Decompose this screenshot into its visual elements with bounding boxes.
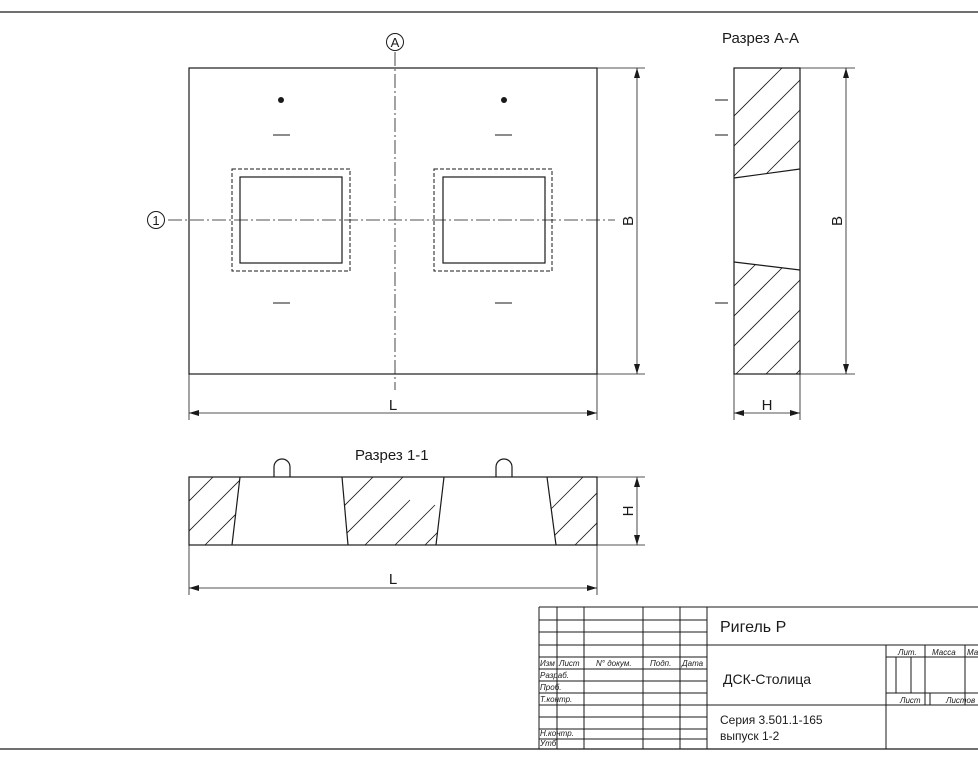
section-aa-title: Разрез А-А — [722, 30, 799, 47]
tb-role-nkontr: Н.контр. — [540, 729, 574, 738]
tb-sheets: Листов — [945, 696, 975, 705]
title-block-grid — [538, 606, 978, 749]
section-11-dim-l-label: L — [389, 571, 397, 588]
tb-scale: Ма — [967, 648, 978, 657]
tb-col-list: Лист — [558, 659, 580, 668]
section-11-title: Разрез 1-1 — [355, 447, 429, 464]
section-11-dim-h-label: H — [620, 506, 637, 517]
tb-product-name: Ригель Р — [720, 619, 786, 636]
plan-view: A 1 B L — [147, 33, 645, 420]
tb-role-razrab: Разраб. — [540, 671, 569, 680]
lifting-loop-right — [501, 97, 507, 103]
tb-col-doc: N° докум. — [596, 659, 632, 668]
tb-sheet: Лист — [899, 696, 921, 705]
section-aa-dim-h-label: H — [762, 397, 773, 414]
plan-dim-b-label: B — [620, 216, 637, 226]
tb-series-line2: выпуск 1-2 — [720, 729, 780, 743]
section-11-loop-right — [495, 458, 513, 477]
section-aa-hatch-top — [734, 68, 800, 178]
section-aa-dim-b-label: B — [829, 216, 846, 226]
tb-role-utv: Утб. — [539, 739, 559, 748]
section-aa-dim-b — [800, 67, 855, 375]
plan-dim-l-label: L — [389, 397, 397, 414]
tb-role-tkontr: Т.контр. — [540, 695, 572, 704]
axis-a-label: A — [391, 35, 400, 50]
tb-role-prov: Проб. — [540, 683, 561, 692]
section-11: Разрез 1-1 — [188, 447, 645, 595]
title-block: Изм Лист N° докум. Подп. Дата Разраб. Пр… — [538, 606, 978, 749]
axis-a-bubble — [386, 33, 404, 51]
plan-dim-b — [597, 67, 645, 375]
tb-organization: ДСК-Столица — [723, 671, 811, 687]
axis-1-bubble — [147, 211, 165, 229]
sheet-frame — [0, 11, 978, 750]
section-aa-hatch-bottom — [734, 262, 800, 374]
section-11-outline — [188, 476, 598, 546]
tb-lit: Лит. — [897, 648, 917, 657]
lifting-loop-left — [278, 97, 284, 103]
section-aa-dim-h — [733, 374, 801, 420]
section-aa-outline — [733, 67, 801, 375]
plan-dim-l — [188, 374, 598, 420]
section-aa-ticks — [715, 99, 728, 304]
section-11-dim-h — [597, 476, 645, 546]
section-11-hatch — [189, 477, 597, 545]
tb-col-sign: Подп. — [650, 659, 671, 668]
section-11-loop-left — [273, 458, 291, 477]
section-11-dim-l — [188, 545, 598, 595]
axis-1-label: 1 — [152, 213, 159, 228]
section-aa: Разрез А-А — [715, 30, 855, 420]
tb-series-line1: Серия 3.501.1-165 — [720, 713, 823, 727]
tb-mass: Масса — [932, 648, 956, 657]
tb-col-izm: Изм — [540, 659, 555, 668]
tb-col-date: Дата — [681, 659, 704, 668]
plan-outline — [188, 67, 598, 375]
plan-marks — [273, 134, 512, 304]
